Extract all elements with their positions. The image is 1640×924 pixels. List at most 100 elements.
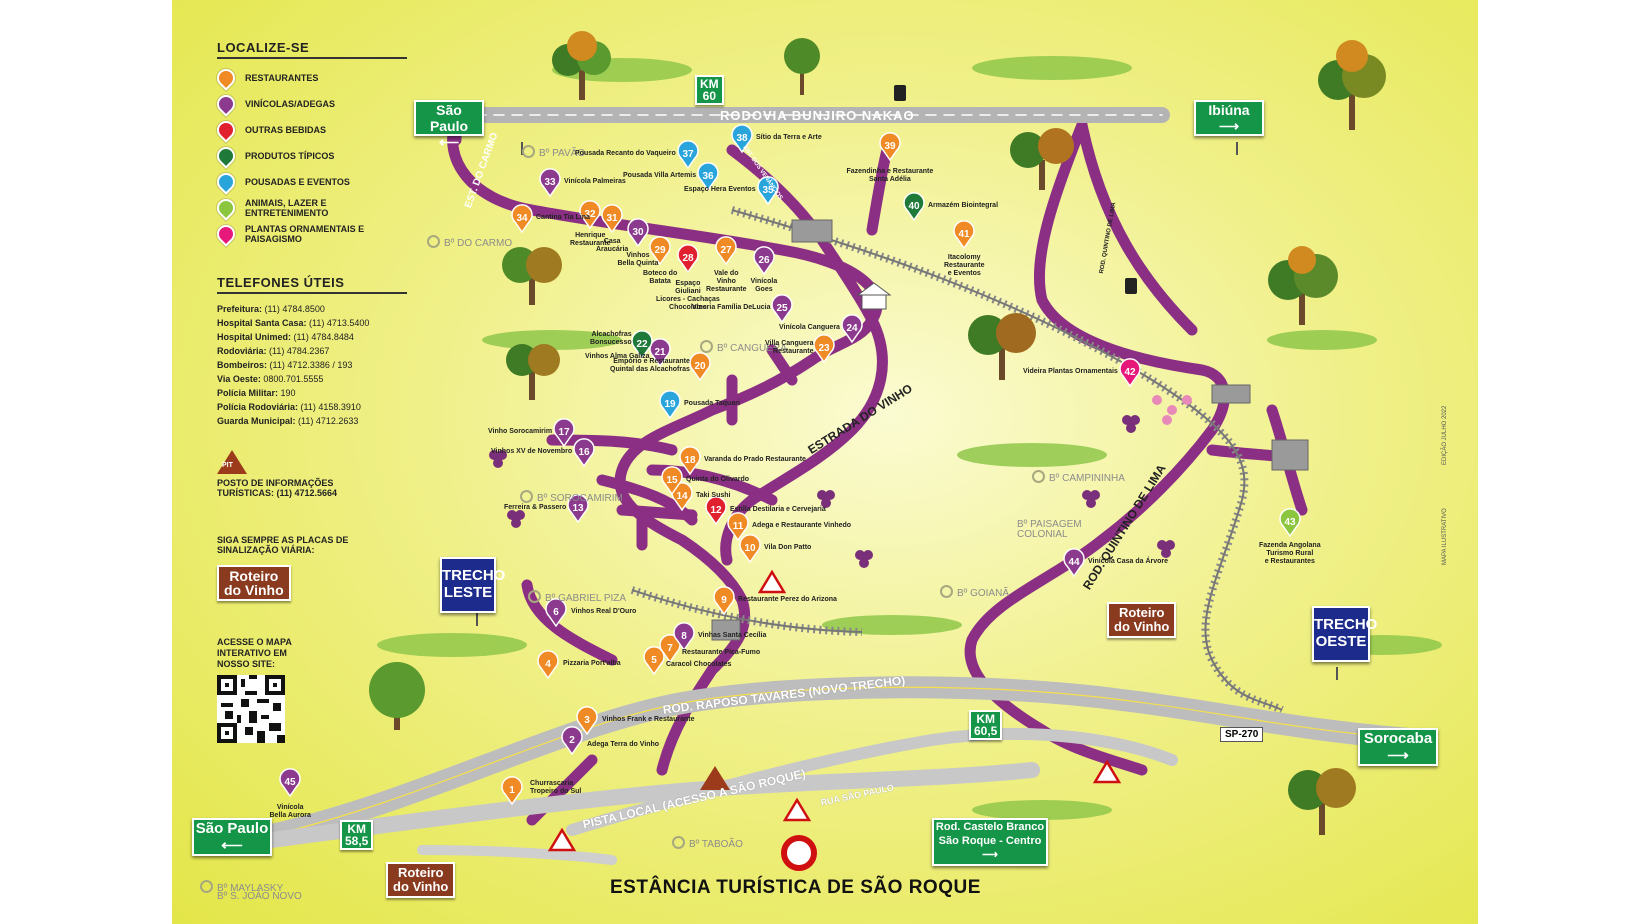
poi-number: 35 [762,185,774,196]
legend-label: PLANTAS ORNAMENTAIS E PAISAGISMO [245,224,365,244]
poi-number: 8 [681,631,687,642]
poi-number: 16 [578,447,590,458]
poi-number: 1 [509,785,515,796]
poi-pin-43[interactable]: 43 [1279,508,1301,538]
poi-label-33: Vinícola Palmeiras [564,178,626,185]
pit-map-icon [700,766,730,790]
poi-number: 42 [1124,367,1136,378]
poi-pin-2[interactable]: 2 [561,726,583,756]
poi-pin-12[interactable]: 12 [705,496,727,526]
poi-pin-42[interactable]: 42 [1119,358,1141,388]
bairro-maylasky: Bº MAYLASKY [200,880,283,894]
poi-number: 41 [958,229,970,240]
poi-pin-30[interactable]: 30 [627,218,649,248]
poi-pin-11[interactable]: 11 [727,512,749,542]
poi-pin-3[interactable]: 3 [576,706,598,736]
poi-label-11: Adega e Restaurante Vinhedo [752,522,852,529]
poi-pin-5[interactable]: 5 [643,646,665,676]
poi-pin-20[interactable]: 20 [689,352,711,382]
bairro-campininha: Bº CAMPININHA [1032,470,1125,484]
poi-label-25: Vineria Família DeLucia [692,304,771,311]
poi-pin-23[interactable]: 23 [813,334,835,364]
bairro-pavao: Bº PAVÃO [522,145,585,159]
poi-number: 39 [884,141,896,152]
phone-name: Hospital Santa Casa: [217,318,310,328]
poi-pin-44[interactable]: 44 [1063,548,1085,578]
poi-label-28: Espaço Giuliani Licores - Cachaças Choco… [656,280,720,311]
poi-number: 14 [676,491,688,502]
legend-title: LOCALIZE-SE [217,40,407,59]
poi-pin-16[interactable]: 16 [573,438,595,468]
poi-pin-27[interactable]: 27 [715,236,737,266]
poi-number: 9 [721,595,727,606]
poi-label-35: Espaço Hera Eventos [684,186,756,193]
poi-number: 12 [710,505,722,516]
poi-pin-35[interactable]: 35 [757,176,779,206]
poi-label-41: Itacolomy Restaurante e Eventos [944,254,985,277]
poi-pin-33[interactable]: 33 [539,168,561,198]
poi-label-37: Pousada Recanto do Vaqueiro [575,150,676,157]
poi-pin-8[interactable]: 8 [673,622,695,652]
poi-pin-1[interactable]: 1 [501,776,523,806]
phone-list: TELEFONES ÚTEIS Prefeitura: (11) 4784.85… [217,275,407,428]
phone-number: (11) 4158.3910 [300,402,361,412]
poi-number: 25 [776,303,788,314]
poi-pin-29[interactable]: 29 [649,236,671,266]
poi-pin-37[interactable]: 37 [677,140,699,170]
legend-item: PLANTAS ORNAMENTAIS E PAISAGISMO [213,221,407,247]
poi-pin-40[interactable]: 40 [903,192,925,222]
poi-pin-15[interactable]: 15 [661,466,683,496]
poi-pin-26[interactable]: 26 [753,246,775,276]
poi-number: 44 [1068,557,1080,568]
poi-pin-39[interactable]: 39 [879,132,901,162]
poi-pin-4[interactable]: 4 [537,650,559,680]
poi-pin-25[interactable]: 25 [771,294,793,324]
poi-pin-14[interactable]: 14 [671,482,693,512]
poi-number: 6 [553,607,559,618]
poi-pin-38[interactable]: 38 [731,124,753,154]
poi-label-17: Vinho Sorocamirim [488,428,553,435]
poi-pin-17[interactable]: 17 [553,418,575,448]
poi-pin-36[interactable]: 36 [697,162,719,192]
poi-label-13: Ferreira & Passero [504,504,567,511]
poi-pin-24[interactable]: 24 [841,314,863,344]
poi-label-22: Alcachofras Bonsucesso [590,331,632,346]
pit-icon: PIT [217,450,247,474]
poi-pin-22[interactable]: 22 [631,330,653,360]
poi-label-24: Vinícola Canguera [779,324,840,331]
poi-number: 36 [702,171,714,182]
poi-label-19: Pousada Taquari [684,400,740,407]
poi-label-30: Vinhos Bella Quinta [617,252,659,267]
poi-pin-21[interactable]: 21 [649,338,671,368]
poi-label-16: Vinhos XV de Novembro [491,448,573,455]
poi-pin-28[interactable]: 28 [677,244,699,274]
poi-pin-10[interactable]: 10 [739,534,761,564]
poi-pin-19[interactable]: 19 [659,390,681,420]
grape-icons [489,415,1175,568]
legend-item: VINÍCOLAS/ADEGAS [213,91,407,117]
poi-label-20: Empório e Restaurante Quintal das Alcach… [610,358,690,373]
centro-marker [781,835,817,871]
poi-pin-32[interactable]: 32 [579,200,601,230]
poi-pin-31[interactable]: 31 [601,204,623,234]
poi-label-4: Pizzaria Port'alba [563,660,621,667]
poi-label-2: Adega Terra do Vinho [587,741,660,748]
poi-pin-34[interactable]: 34 [511,204,533,234]
poi-pin-9[interactable]: 9 [713,586,735,616]
qr-code[interactable] [217,675,285,743]
poi-number: 34 [516,213,528,224]
poi-pin-41[interactable]: 41 [953,220,975,250]
poi-pin-7[interactable]: 7 [659,634,681,664]
poi-label-10: Vila Don Patto [764,544,812,551]
phone-name: Polícia Rodoviária: [217,402,301,412]
sp270-shield: SP-270 [1220,727,1264,742]
legend-pin-icon [213,91,239,117]
poi-pin-18[interactable]: 18 [679,446,701,476]
poi-pin-45[interactable]: 45 [279,768,301,798]
poi-number: 21 [654,347,666,358]
poi-number: 43 [1284,517,1296,528]
phone-item: Rodoviária: (11) 4784.2367 [217,344,407,358]
